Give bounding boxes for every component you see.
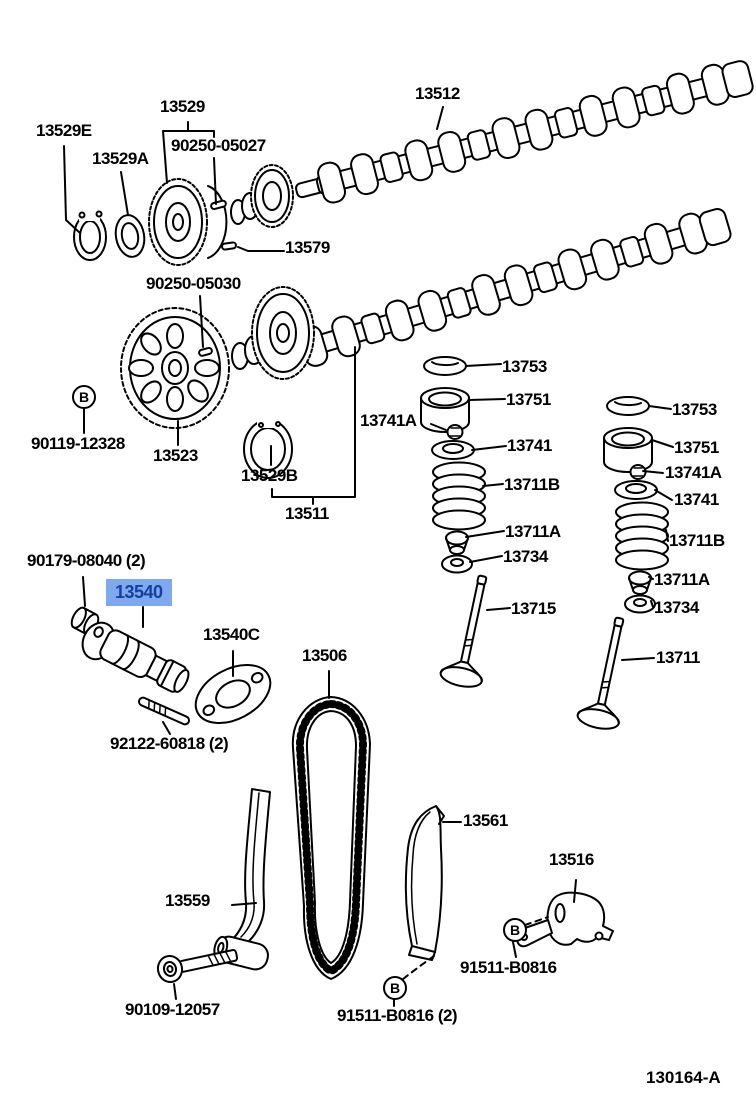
- camshaft-washer-drawing: [114, 214, 146, 258]
- part-label-13506[interactable]: 13506: [302, 646, 347, 665]
- camshaft-sub-gear-drawing: [231, 286, 315, 380]
- oil-control-valve-drawing: [81, 621, 190, 693]
- part-label-13711a-right[interactable]: 13711A: [654, 570, 710, 589]
- figure-code: 130164-A: [646, 1068, 721, 1087]
- part-label-13741-right[interactable]: 13741: [674, 490, 719, 509]
- part-label-90250-05027[interactable]: 90250-05027: [171, 136, 266, 155]
- part-label-91511-b0816-2[interactable]: 91511-B0816 (2): [337, 1006, 458, 1025]
- bolt-marker-b2: B: [503, 918, 527, 942]
- part-label-90179-08040[interactable]: 90179-08040 (2): [27, 551, 146, 570]
- part-label-13734-mid[interactable]: 13734: [503, 547, 548, 566]
- part-label-13516[interactable]: 13516: [549, 850, 594, 869]
- camshaft-no1-drawing: [290, 55, 756, 212]
- part-label-91511-b0816[interactable]: 91511-B0816: [460, 958, 557, 977]
- part-label-90250-05030[interactable]: 90250-05030: [146, 274, 241, 293]
- bolt-marker-b3: B: [383, 976, 407, 1000]
- guide-bracket-drawing: [516, 891, 614, 948]
- tensioner-bolt-drawing: [156, 949, 239, 983]
- part-label-13711a-mid[interactable]: 13711A: [505, 522, 561, 541]
- part-label-13540c[interactable]: 13540C: [203, 625, 260, 644]
- part-label-13579[interactable]: 13579: [285, 238, 330, 257]
- svg-text:B: B: [390, 980, 400, 996]
- part-label-13540-selected[interactable]: 13540: [106, 579, 172, 606]
- part-label-13753-right[interactable]: 13753: [672, 400, 717, 419]
- part-label-13741a-right[interactable]: 13741A: [665, 463, 722, 482]
- part-label-13751-right[interactable]: 13751: [674, 438, 719, 457]
- part-label-90119-12328[interactable]: 90119-12328: [31, 434, 125, 453]
- timing-chain-drawing: [291, 696, 371, 980]
- part-label-90109-12057[interactable]: 90109-12057: [125, 1000, 220, 1019]
- leader-lines: [63, 106, 674, 1007]
- part-label-13741-mid[interactable]: 13741: [507, 436, 552, 455]
- bolt-marker-b1: B: [72, 385, 96, 409]
- part-label-13741a-mid[interactable]: 13741A: [360, 411, 417, 430]
- valve-kit-intake-drawing: [420, 356, 505, 692]
- part-label-13529e[interactable]: 13529E: [36, 121, 92, 140]
- part-label-13559[interactable]: 13559: [165, 891, 210, 910]
- part-label-13523[interactable]: 13523: [153, 446, 198, 465]
- vvt-gear-drawing: [120, 307, 230, 429]
- chain-tensioner-slipper-drawing: [213, 788, 271, 971]
- svg-text:B: B: [510, 922, 520, 938]
- part-label-13753-mid[interactable]: 13753: [502, 357, 547, 376]
- wave-washer-ring-drawing: [243, 416, 293, 479]
- part-label-13561[interactable]: 13561: [463, 811, 508, 830]
- stud-bolt-drawing: [137, 696, 191, 726]
- chain-guide-drawing: [404, 805, 445, 961]
- part-label-13751-mid[interactable]: 13751: [506, 390, 551, 409]
- part-label-13734-right[interactable]: 13734: [654, 598, 699, 617]
- camshaft-snap-ring-drawing: [73, 206, 107, 261]
- svg-text:B: B: [79, 389, 89, 405]
- ocv-bracket-gasket-drawing: [194, 664, 272, 724]
- part-label-13511[interactable]: 13511: [285, 504, 329, 523]
- part-label-13711b-mid[interactable]: 13711B: [504, 475, 560, 494]
- camshaft-no2-drawing: [272, 203, 735, 377]
- camshaft-timing-gear-drawing: [148, 164, 294, 266]
- part-label-13529[interactable]: 13529: [160, 97, 205, 116]
- valve-kit-exhaust-drawing: [574, 396, 669, 734]
- part-label-13529a[interactable]: 13529A: [92, 149, 149, 168]
- part-label-13711b-right[interactable]: 13711B: [669, 531, 725, 550]
- part-label-13711[interactable]: 13711: [656, 648, 700, 667]
- part-label-13529b[interactable]: 13529B: [241, 466, 298, 485]
- part-label-13715[interactable]: 13715: [511, 599, 556, 618]
- part-label-92122-60818[interactable]: 92122-60818 (2): [110, 734, 229, 753]
- part-label-13512[interactable]: 13512: [415, 84, 460, 103]
